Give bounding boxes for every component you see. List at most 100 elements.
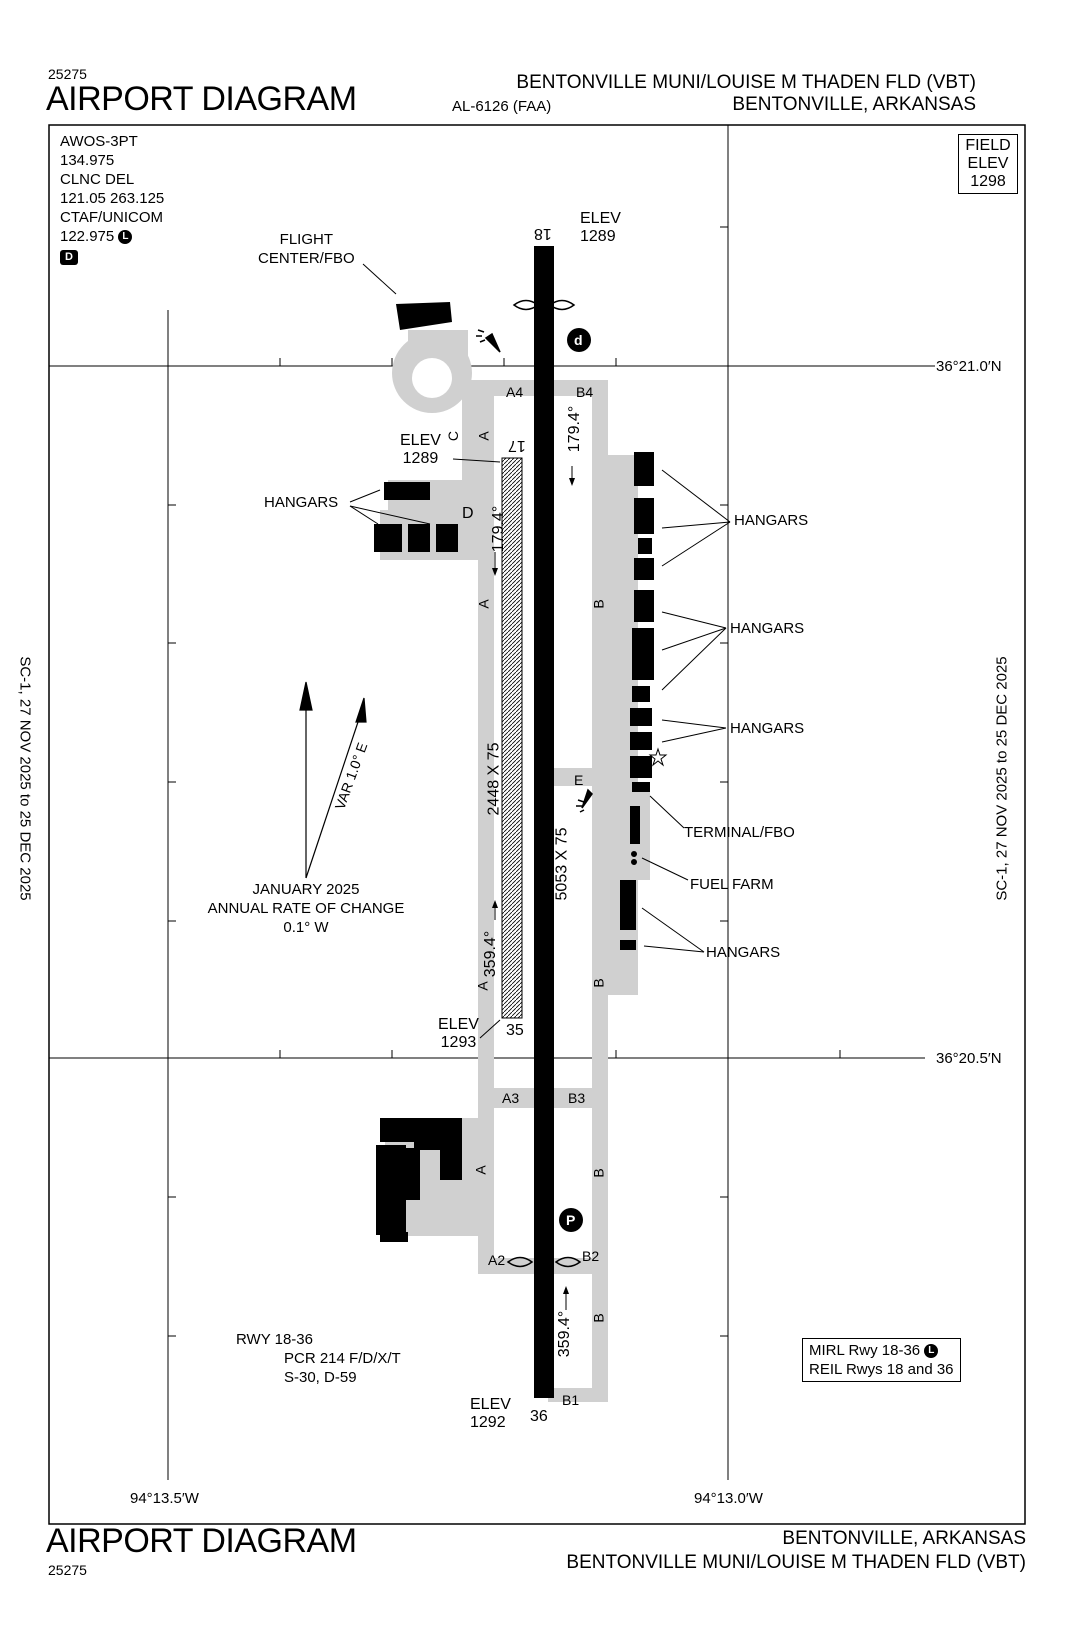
magnetic-variation-arrows <box>299 681 367 879</box>
lighting-line-1-row: MIRL Rwy 18-36 L <box>809 1341 954 1360</box>
ctaf-label: CTAF/UNICOM <box>60 209 164 226</box>
terminal-fbo-label: TERMINAL/FBO <box>684 824 795 841</box>
elev-35-label: ELEV <box>438 1016 479 1033</box>
mag-note-line-1: JANUARY 2025 <box>252 881 360 898</box>
taxiway-a2-label: A2 <box>488 1252 506 1268</box>
fuel-farm-label: FUEL FARM <box>690 876 774 893</box>
lat-north-label: 36°21.0′N <box>936 358 1002 375</box>
runway-info-line-3: S-30, D-59 <box>284 1369 357 1386</box>
d-symbol-icon: D <box>60 250 78 265</box>
taxiway-d-label: D <box>462 505 474 522</box>
hot-spot-d-icon <box>567 328 591 352</box>
elev-18-label: ELEV <box>580 210 621 227</box>
field-elev-box: FIELD ELEV 1298 <box>958 134 1018 194</box>
runway-18-36-dimensions: 5053 X 75 <box>553 827 571 901</box>
taxiway-b-label-1: B <box>590 599 607 609</box>
lon-west-label: 94°13.5′W <box>130 1490 199 1507</box>
mag-note-line-2: ANNUAL RATE OF CHANGE <box>207 900 405 917</box>
clnc-del-freq: 121.05 263.125 <box>60 190 165 207</box>
runway-17-heading: 179.4° <box>490 505 508 553</box>
chart-number-top: 25275 <box>48 66 87 82</box>
taxiway-a4-label: A4 <box>506 384 524 400</box>
doc-number: AL-6126 (FAA) <box>452 98 552 115</box>
field-elev-value: 1298 <box>970 173 1006 190</box>
runway-info-line-2: PCR 214 F/D/X/T <box>284 1350 401 1367</box>
comms-block: AWOS-3PT 134.975 CLNC DEL 121.05 263.125… <box>60 132 164 265</box>
taxiway-b3-label: B3 <box>568 1090 586 1106</box>
elev-18: ELEV 1289 <box>580 210 621 246</box>
lighting-line-2: REIL Rwys 18 and 36 <box>809 1361 954 1378</box>
elev-36-label: ELEV <box>470 1396 511 1413</box>
runway-17-35 <box>501 457 523 1019</box>
lighting-box: MIRL Rwy 18-36 L REIL Rwys 18 and 36 <box>802 1338 961 1382</box>
runway-end-36: 36 <box>530 1408 548 1425</box>
runway-17-35-dimensions: 2448 X 75 <box>485 742 503 816</box>
lighting-pcl-icon: L <box>924 1344 939 1359</box>
runway-end-17: 17 <box>508 437 526 454</box>
taxiway-b1-label: B1 <box>562 1392 580 1408</box>
hot-spot-p-label: P <box>566 1212 576 1228</box>
hangars-label-east-3: HANGARS <box>730 720 805 737</box>
elev-17: ELEV 1289 <box>400 432 441 468</box>
runway-end-18: 18 <box>534 225 552 242</box>
airport-name-bottom: BENTONVILLE MUNI/LOUISE M THADEN FLD (VB… <box>566 1552 1026 1573</box>
runway-18-heading: 179.4° <box>566 405 584 453</box>
awos-freq: 134.975 <box>60 152 115 169</box>
clnc-del-label: CLNC DEL <box>60 171 135 188</box>
runway-35-heading: 359.4° <box>482 930 500 978</box>
pcl-icon: L <box>118 230 133 245</box>
taxiway-a-label-2: A <box>475 599 492 609</box>
taxiway-b4-label: B4 <box>576 384 594 400</box>
chart-title-bottom: AIRPORT DIAGRAM <box>46 1522 357 1560</box>
field-elev-label-2: ELEV <box>967 155 1009 172</box>
lighting-line-1: MIRL Rwy 18-36 <box>809 1342 921 1359</box>
reil-symbols <box>506 299 582 1268</box>
chart-number-bottom: 25275 <box>48 1562 87 1578</box>
lat-south-label: 36°20.5′N <box>936 1050 1002 1067</box>
taxiway-e-label: E <box>574 772 584 788</box>
magnetic-change-note: JANUARY 2025 ANNUAL RATE OF CHANGE 0.1° … <box>196 880 416 937</box>
buildings <box>374 302 654 1242</box>
runway-18-36 <box>534 246 554 1398</box>
elev-35-value: 1293 <box>440 1034 477 1051</box>
leader-lines <box>349 263 731 1310</box>
airport-name-top: BENTONVILLE MUNI/LOUISE M THADEN FLD (VB… <box>516 72 976 93</box>
awos-label: AWOS-3PT <box>60 133 138 150</box>
runway-info-line-1: RWY 18-36 <box>236 1331 313 1348</box>
taxiway-c-label: C <box>445 430 462 442</box>
taxiway-a-label-4: A <box>472 1165 489 1175</box>
hangars-label-west: HANGARS <box>264 494 339 511</box>
taxiway-a-label-3: A <box>474 981 491 991</box>
taxiway-b2-label: B2 <box>582 1248 600 1264</box>
city-state-top: BENTONVILLE, ARKANSAS <box>732 94 976 115</box>
hangars-label-east-1: HANGARS <box>734 512 809 529</box>
elev-17-label: ELEV <box>400 432 441 449</box>
ctaf-freq: 122.975 <box>60 228 115 245</box>
beacon-star-icon <box>648 747 668 767</box>
windsock-icons <box>476 329 593 813</box>
elev-17-value: 1289 <box>402 450 439 467</box>
runway-end-35: 35 <box>506 1022 524 1039</box>
elev-36: ELEV 1292 <box>470 1396 511 1432</box>
hot-spot-p-icon <box>559 1208 583 1232</box>
ctaf-freq-row: 122.975 L <box>60 227 164 246</box>
flight-center-label: FLIGHT CENTER/FBO <box>258 231 355 267</box>
elev-18-value: 1289 <box>580 228 616 245</box>
hot-spot-d-label: d <box>574 332 583 348</box>
hangars-label-east-4: HANGARS <box>706 944 781 961</box>
taxiway-b-label-3: B <box>590 1168 607 1178</box>
city-state-bottom: BENTONVILLE, ARKANSAS <box>782 1528 1026 1549</box>
taxiway-b-label-4: B <box>590 1313 607 1323</box>
runway-36-heading: 359.4° <box>556 1310 574 1358</box>
taxiway-b-label-2: B <box>590 978 607 988</box>
runway-info-block: RWY 18-36 PCR 214 F/D/X/T S-30, D-59 <box>236 1330 401 1387</box>
lon-east-label: 94°13.0′W <box>694 1490 763 1507</box>
elev-35: ELEV 1293 <box>438 1016 479 1052</box>
chart-title-top: AIRPORT DIAGRAM <box>46 80 357 118</box>
taxiway-a3-label: A3 <box>502 1090 520 1106</box>
mag-note-line-3: 0.1° W <box>283 919 329 936</box>
elev-36-value: 1292 <box>470 1414 506 1431</box>
hangars-label-east-2: HANGARS <box>730 620 805 637</box>
field-elev-label: FIELD <box>965 137 1011 154</box>
